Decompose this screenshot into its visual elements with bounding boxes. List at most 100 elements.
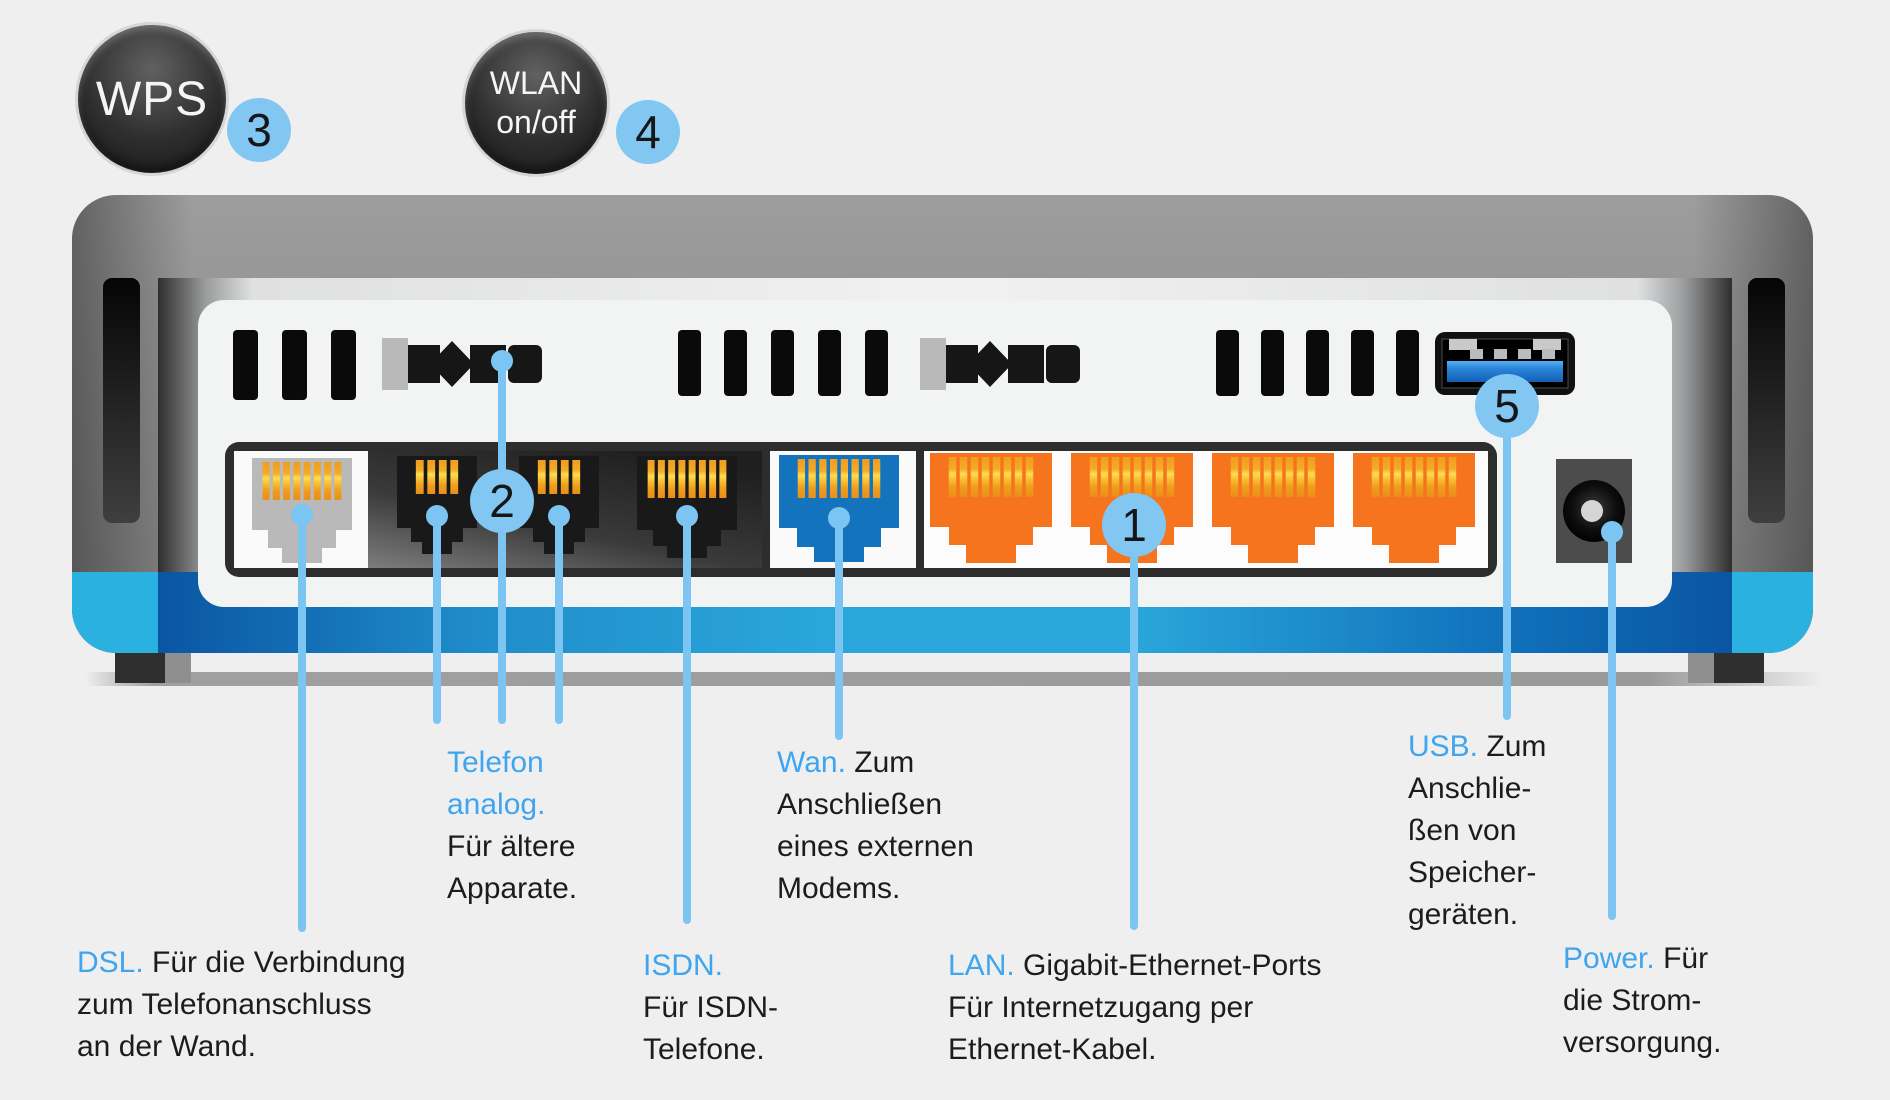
isdn-port-icon-pin [678, 460, 686, 498]
isdn-callout-dot [676, 505, 698, 527]
lan-port-4-icon-pin [1437, 457, 1446, 497]
badge-4-wlan: 4 [616, 100, 680, 164]
wan-port-icon-pin [872, 459, 881, 498]
dsl-port-icon-pin [324, 462, 332, 500]
isdn-text-2: Telefone. [643, 1033, 765, 1066]
vent-slot-2-2 [1306, 330, 1329, 396]
isdn-port-icon-pin [688, 460, 696, 498]
wan-keyword: Wan. [777, 746, 846, 779]
power-text-3: versorgung. [1563, 1026, 1722, 1059]
telefon-port-2-icon-pin [560, 460, 569, 494]
power-connector-icon [1556, 459, 1632, 563]
usb-text-5: geräten. [1408, 898, 1519, 931]
lan-port-1-icon-pin [1025, 457, 1034, 497]
wlan-button-label-line2: on/off [496, 104, 576, 140]
isdn-port-icon-pin [668, 460, 676, 498]
ports-strip [225, 442, 1497, 577]
cable-mount-cap [382, 338, 408, 390]
lan-port-2-icon-pin [1133, 457, 1142, 497]
lan-port-1-icon-pin [948, 457, 957, 497]
power-text-1: Für [1663, 942, 1709, 975]
telefon-port-2-icon-pin [537, 460, 546, 494]
power-text-2: die Strom- [1563, 984, 1702, 1017]
lan-port-4-icon-pin [1371, 457, 1380, 497]
dsl-port-icon-pin [313, 462, 321, 500]
cable-mount-notch [968, 341, 1012, 387]
floor-shadow [85, 672, 1823, 686]
lan-text-3: Ethernet-Kabel. [948, 1033, 1157, 1066]
badge-2-telefon: 2 [470, 469, 534, 533]
wan-port-icon-pin [862, 459, 870, 498]
dsl-callout: DSL. Für die Verbindung zum Telefonansch… [77, 942, 406, 1068]
cable-mount-cap [920, 338, 946, 390]
lan-port-3-icon-pin [1252, 457, 1261, 497]
lan-port-3-icon-pin [1241, 457, 1250, 497]
vent-slot-1-0 [678, 330, 701, 396]
vent-slot-1-1 [724, 330, 747, 396]
wlan-button-label-line1: WLAN [489, 65, 583, 101]
usb-text-3: ßen von [1408, 814, 1517, 847]
telefon-keyword-2: analog. [447, 788, 546, 821]
lan-port-4-icon [1353, 453, 1475, 563]
vent-slot-2-0 [1216, 330, 1239, 396]
lan-port-1-icon-pin [981, 457, 990, 497]
lan-port-2-icon-pin [1089, 457, 1098, 497]
lan-port-2-icon-pin [1122, 457, 1131, 497]
isdn-port-icon-pin [657, 460, 665, 498]
usb-text-4: Speicher- [1408, 856, 1537, 889]
dsl-text-1: Für die Verbindung [152, 946, 406, 979]
telefon-port-1-icon-pin [415, 460, 424, 494]
wps-button: WPS [75, 22, 229, 176]
wps-button-label: WPS [95, 72, 209, 126]
lan-port-3-icon-pin [1274, 457, 1283, 497]
telefon-callout: Telefon analog. Für ältere Apparate. [447, 742, 577, 910]
telefon-port-1-icon-pin [438, 460, 447, 494]
lan-port-1-icon [930, 453, 1052, 563]
vent-slot-0-2 [331, 330, 356, 400]
cable-mount-end [1046, 345, 1080, 383]
usb-text-1: Zum [1486, 730, 1547, 763]
badge-1-lan: 1 [1102, 493, 1166, 557]
usb-port-icon [1435, 332, 1575, 395]
wan-text-2: Anschließen [777, 788, 943, 821]
isdn-keyword: ISDN. [643, 949, 724, 982]
isdn-port-icon-pin [698, 460, 706, 498]
dsl-text-2: zum Telefonanschluss [77, 988, 372, 1021]
dsl-text-3: an der Wand. [77, 1030, 256, 1063]
isdn-callout: ISDN. Für ISDN- Telefone. [643, 945, 778, 1071]
telefon-port-1-icon-pin [427, 460, 436, 494]
power-keyword: Power. [1563, 942, 1655, 975]
vent-slot-0-1 [282, 330, 307, 400]
lan-port-4-icon-pin [1404, 457, 1413, 497]
vent-slot-1-3 [818, 330, 841, 396]
telefon-analog-callout-dot [491, 350, 513, 372]
wan-port-icon-pin [808, 459, 816, 498]
lan-port-1-icon-pin [970, 457, 979, 497]
lan-port-2-icon-pin [1144, 457, 1153, 497]
lan-port-4-icon-pin [1393, 457, 1402, 497]
isdn-port-icon-pin [647, 460, 655, 498]
usb-text-2: Anschlie- [1408, 772, 1532, 805]
wan-callout-dot [828, 507, 850, 529]
telefon-port-1-icon-pin [450, 460, 459, 494]
left-side-slot [103, 278, 140, 523]
vent-slot-1-4 [865, 330, 888, 396]
dsl-port-icon-pin [334, 462, 342, 500]
lan-port-2-icon-pin [1155, 457, 1164, 497]
wan-port-icon-pin [840, 459, 849, 498]
dsl-port-icon-pin [272, 462, 280, 500]
telefon-text-1: Für ältere [447, 830, 576, 863]
cable-mount-end [508, 345, 542, 383]
lan-port-4-icon-pin [1382, 457, 1391, 497]
cable-mount-notch [430, 341, 474, 387]
vent-slot-1-2 [771, 330, 794, 396]
wlan-button: WLAN on/off [462, 29, 610, 177]
right-side-slot [1748, 278, 1785, 523]
usb-callout: USB. Zum Anschlie- ßen von Speicher- ger… [1408, 726, 1546, 936]
badge-3-wps: 3 [227, 98, 291, 162]
dsl-callout-dot [291, 504, 313, 526]
telefon-text-2: Apparate. [447, 872, 578, 905]
lan-port-1-icon-pin [1014, 457, 1023, 497]
lan-text-2: Für Internetzugang per [948, 991, 1254, 1024]
